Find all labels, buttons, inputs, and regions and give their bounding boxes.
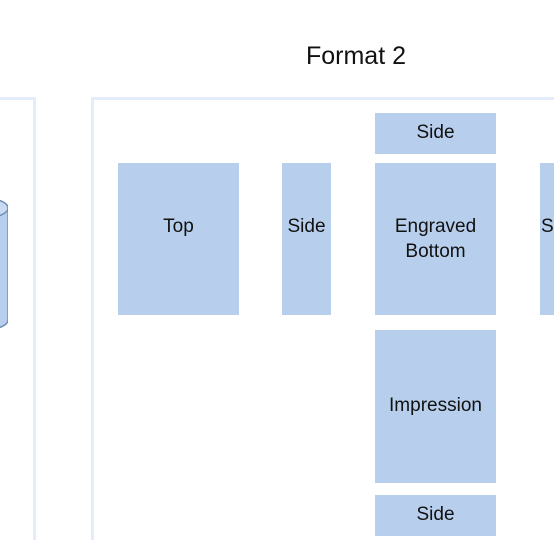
cylinder-shape <box>0 199 8 329</box>
engraved-bottom-line2: Bottom <box>405 240 466 262</box>
side-box-bottom: Side <box>375 495 496 536</box>
side-box-right: Side <box>540 163 554 315</box>
engraved-bottom-box: Engraved Bottom <box>375 163 496 315</box>
side-box-left: Side <box>282 163 331 315</box>
format-1-frame <box>0 97 36 540</box>
impression-box: Impression <box>375 330 496 483</box>
top-box: Top <box>118 163 239 315</box>
engraved-bottom-line1: Engraved <box>394 216 477 237</box>
format-title: Format 2 <box>305 42 407 70</box>
format-2-frame <box>91 97 554 540</box>
side-box-top: Side <box>375 113 496 154</box>
engraved-bottom-label: Engraved Bottom <box>395 215 476 264</box>
